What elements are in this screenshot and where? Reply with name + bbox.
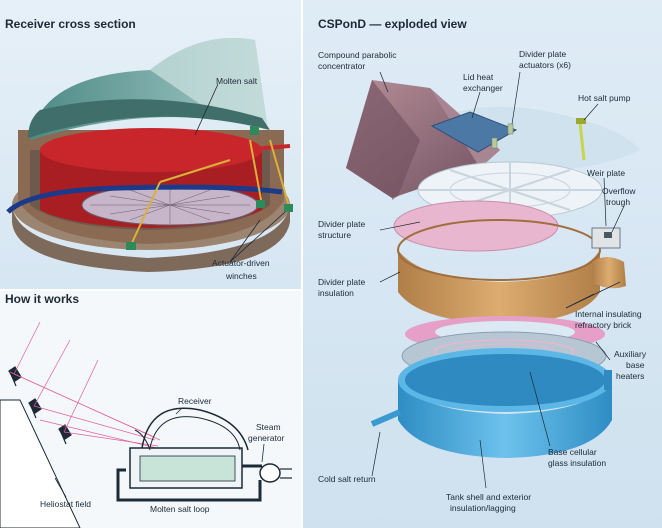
sun-rays [9, 321, 166, 451]
panel-divider-horizontal [0, 289, 301, 291]
label-steam-generator-1: Steam [256, 422, 281, 432]
label-tank-shell-2: insulation/lagging [450, 503, 516, 513]
label-divider-actuators-1: Divider plate [519, 49, 567, 59]
label-molten-salt-loop: Molten salt loop [150, 504, 210, 514]
label-hot-salt-pump: Hot salt pump [578, 93, 631, 103]
label-divider-insulation-2: insulation [318, 288, 354, 298]
label-overflow-trough-1: Overflow [602, 186, 636, 196]
label-actuator-winches-2: winches [225, 271, 257, 281]
label-aux-heaters-1: Auxiliary [614, 349, 647, 359]
label-steam-generator-2: generator [248, 433, 285, 443]
label-weir-plate: Weir plate [587, 168, 625, 178]
title-receiver-cross-section: Receiver cross section [5, 17, 136, 31]
label-divider-structure-1: Divider plate [318, 219, 366, 229]
label-actuator-winches-1: Actuator-driven [212, 258, 270, 268]
label-divider-structure-2: structure [318, 230, 351, 240]
panel-divider-vertical [301, 0, 303, 528]
label-base-cellular-1: Base cellular [548, 447, 597, 457]
label-receiver: Receiver [178, 396, 212, 406]
label-lid-heat-exchanger-1: Lid heat [463, 72, 494, 82]
label-aux-heaters-2: base [626, 360, 645, 370]
exploded-view-illustration [346, 71, 640, 489]
how-it-works-illustration [0, 321, 292, 528]
label-internal-insulating-1: Internal insulating [575, 309, 642, 319]
title-how-it-works: How it works [5, 292, 80, 306]
receiver-illustration [6, 38, 293, 272]
label-cold-salt-return: Cold salt return [318, 474, 376, 484]
label-divider-actuators-2: actuators (x6) [519, 60, 571, 70]
label-base-cellular-2: glass insulation [548, 458, 606, 468]
label-cpc-2: concentrator [318, 61, 365, 71]
label-cpc-1: Compound parabolic [318, 50, 397, 60]
label-overflow-trough-2: trough [606, 197, 630, 207]
label-molten-salt: Molten salt [216, 76, 258, 86]
label-heliostat-field: Heliostat field [40, 499, 91, 509]
label-lid-heat-exchanger-2: exchanger [463, 83, 503, 93]
label-divider-insulation-1: Divider plate [318, 277, 366, 287]
title-exploded-view: CSPonD — exploded view [318, 17, 467, 31]
label-aux-heaters-3: heaters [616, 371, 644, 381]
label-internal-insulating-2: refractory brick [575, 320, 632, 330]
label-tank-shell-1: Tank shell and exterior [446, 492, 531, 502]
